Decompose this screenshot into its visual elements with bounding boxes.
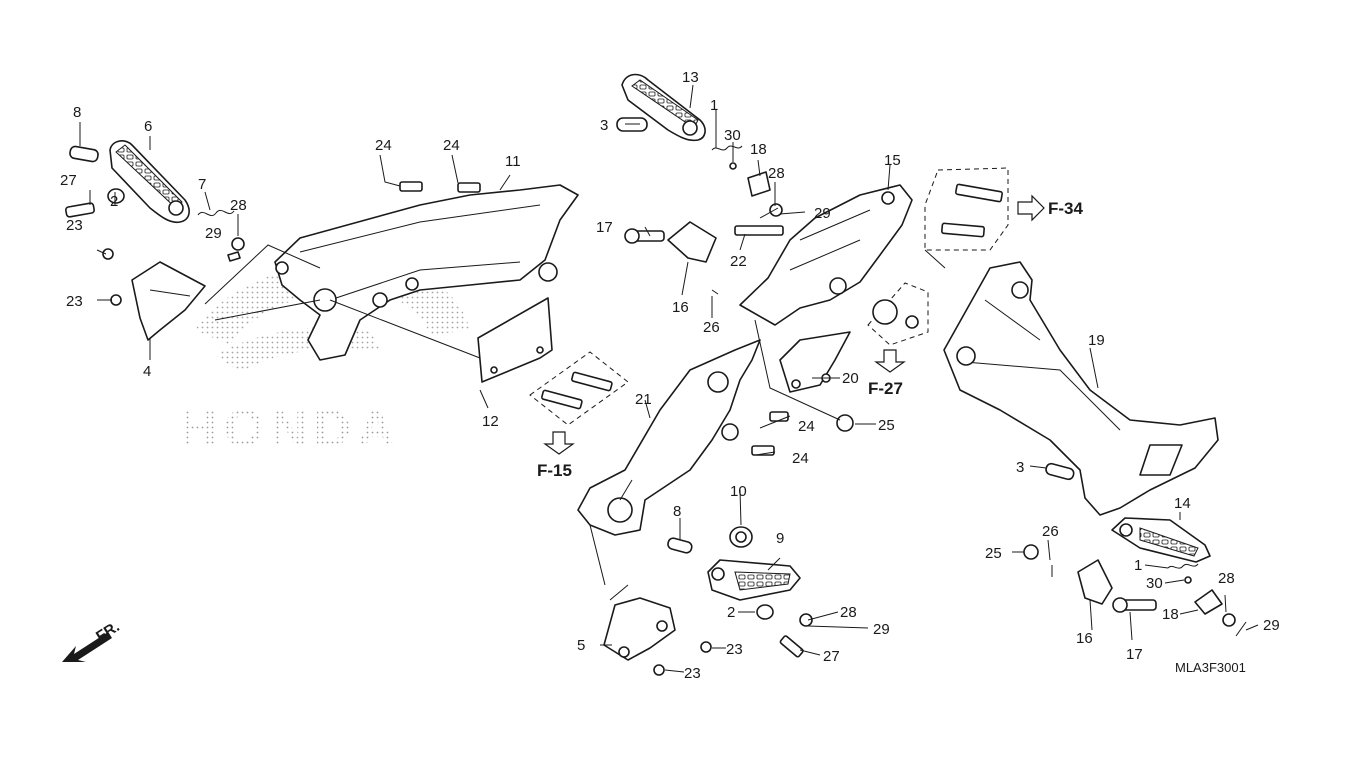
callout-10: 10 [730,483,747,500]
callout-16: 16 [672,299,689,316]
callout-18: 18 [1162,606,1179,623]
callout-23: 23 [66,293,83,310]
heel-guard-left [477,297,553,383]
callout-4: 4 [143,363,151,380]
footpeg-rider-left [109,140,190,224]
callout-14: 14 [1174,495,1191,512]
callout-5: 5 [577,637,585,654]
part-callouts: 8 6 27 7 28 2 29 23 23 4 24 24 11 12 3 1… [60,69,1280,682]
callout-7: 7 [198,176,206,193]
callout-3: 3 [600,117,608,134]
callout-28: 28 [1218,570,1235,587]
callout-29: 29 [873,621,890,638]
callout-26: 26 [703,319,720,336]
rider-step-holder-left [274,184,579,361]
ref-f34-label: F-34 [1048,199,1084,218]
callout-29: 29 [205,225,222,242]
footpeg-passenger-right [616,73,743,170]
callout-27: 27 [60,172,77,189]
callout-22: 22 [730,253,747,270]
callout-23: 23 [684,665,701,682]
callout-8: 8 [73,104,81,121]
callout-8: 8 [673,503,681,520]
callout-24: 24 [792,450,809,467]
step-holder-right-19 [943,261,1219,516]
callout-23: 23 [726,641,743,658]
callout-28: 28 [840,604,857,621]
small-parts-right [1023,462,1247,637]
callout-1: 1 [1134,557,1142,574]
ref-f27-label: F-27 [868,379,903,398]
ref-arrow-f27: F-27 [868,349,906,398]
front-direction-indicator: FR. [62,618,123,662]
callout-27: 27 [823,648,840,665]
callout-24: 24 [375,137,392,154]
callout-30: 30 [724,127,741,144]
callout-6: 6 [144,118,152,135]
step-holder-right-15 [739,184,913,326]
callout-30: 30 [1146,575,1163,592]
callout-25: 25 [985,545,1002,562]
callout-28: 28 [768,165,785,182]
bracket-left-4 [131,261,206,341]
callout-17: 17 [1126,646,1143,663]
honda-watermark-text: HONDA [180,400,401,458]
leader-lines [79,84,1259,673]
bolts-f34 [924,167,1009,251]
bolts-f15 [529,351,629,426]
callout-1: 1 [710,97,718,114]
callout-29: 29 [1263,617,1280,634]
callout-24: 24 [798,418,815,435]
callout-2: 2 [727,604,735,621]
callout-24: 24 [443,137,460,154]
ref-arrow-f15: F-15 [537,431,575,480]
plates-top [624,171,784,295]
parts-f27 [836,282,929,432]
callout-11: 11 [505,153,521,170]
callout-18: 18 [750,141,767,158]
callout-13: 13 [682,69,699,86]
bracket-left-5 [603,597,676,661]
ref-f15-label: F-15 [537,461,572,480]
callout-23: 23 [66,217,83,234]
callout-25: 25 [878,417,895,434]
callout-20: 20 [842,370,859,387]
callout-26: 26 [1042,523,1059,540]
bolts-24-top [399,181,481,193]
callout-17: 17 [596,219,613,236]
footpeg-passenger-left [707,559,801,601]
callout-2: 2 [110,193,118,210]
callout-16: 16 [1076,630,1093,647]
plate-20 [779,331,851,393]
callout-28: 28 [230,197,247,214]
callout-19: 19 [1088,332,1105,349]
small-parts-center [653,411,813,676]
callout-21: 21 [635,391,652,408]
ref-arrow-f34: F-34 [1017,194,1084,222]
callout-9: 9 [776,530,784,547]
footpeg-passenger-right-14 [1111,517,1211,563]
callout-29: 29 [814,205,831,222]
callout-12: 12 [482,413,499,430]
callout-15: 15 [884,152,901,169]
diagram-code: MLA3F3001 [1175,660,1246,675]
passenger-step-holder-left [577,339,761,536]
callout-3: 3 [1016,459,1024,476]
